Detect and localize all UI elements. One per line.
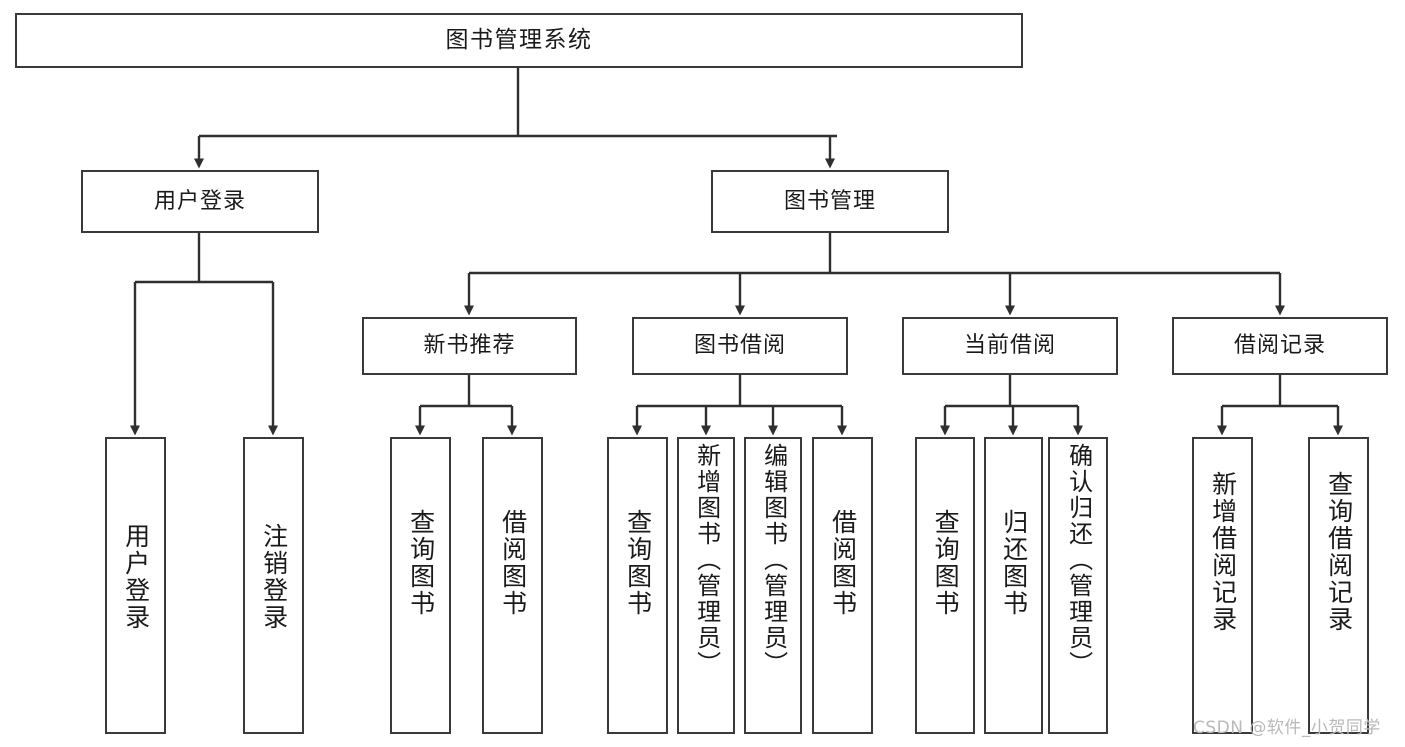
node-new-book-recommend-label: 新书推荐: [423, 333, 516, 359]
leaf-return-book[interactable]: 归还图书: [984, 437, 1043, 734]
node-book-borrow-label: 图书借阅: [693, 333, 786, 359]
leaf-user-login-label: 用户登录: [121, 523, 151, 631]
leaf-add-record-label: 新增借阅记录: [1208, 471, 1238, 633]
leaf-add-record[interactable]: 新增借阅记录: [1192, 437, 1253, 734]
leaf-edit-book-label: 编辑图书（管理员）: [759, 443, 788, 677]
leaf-query-book-1-label: 查询图书: [406, 509, 436, 617]
leaf-user-login[interactable]: 用户登录: [105, 437, 166, 734]
leaf-query-record-label: 查询借阅记录: [1324, 471, 1354, 633]
leaf-borrow-book-1[interactable]: 借阅图书: [482, 437, 543, 734]
node-borrow-record[interactable]: 借阅记录: [1172, 317, 1388, 375]
node-book-manage[interactable]: 图书管理: [711, 170, 949, 233]
node-book-manage-label: 图书管理: [783, 188, 876, 214]
leaf-query-record[interactable]: 查询借阅记录: [1308, 437, 1369, 734]
leaf-edit-book[interactable]: 编辑图书（管理员）: [744, 437, 802, 734]
leaf-logout-label: 注销登录: [259, 523, 289, 631]
leaf-add-book[interactable]: 新增图书（管理员）: [677, 437, 735, 734]
node-current-borrow-label: 当前借阅: [963, 333, 1056, 359]
node-borrow-record-label: 借阅记录: [1233, 333, 1326, 359]
leaf-confirm-return[interactable]: 确认归还（管理员）: [1048, 437, 1108, 734]
leaf-query-book-2-label: 查询图书: [623, 509, 653, 617]
leaf-query-book-3[interactable]: 查询图书: [915, 437, 975, 734]
leaf-confirm-return-label: 确认归还（管理员）: [1064, 443, 1093, 677]
leaf-return-book-label: 归还图书: [999, 509, 1029, 617]
leaf-borrow-book-1-label: 借阅图书: [498, 509, 528, 617]
leaf-borrow-book-2[interactable]: 借阅图书: [812, 437, 873, 734]
node-user-login-label: 用户登录: [153, 188, 246, 214]
node-root[interactable]: 图书管理系统: [15, 13, 1023, 68]
leaf-query-book-2[interactable]: 查询图书: [607, 437, 668, 734]
leaf-borrow-book-2-label: 借阅图书: [828, 509, 858, 617]
node-root-label: 图书管理系统: [445, 26, 593, 53]
node-current-borrow[interactable]: 当前借阅: [902, 317, 1118, 375]
leaf-query-book-1[interactable]: 查询图书: [390, 437, 451, 734]
leaf-query-book-3-label: 查询图书: [931, 509, 961, 617]
node-user-login[interactable]: 用户登录: [81, 170, 319, 233]
leaf-add-book-label: 新增图书（管理员）: [692, 443, 721, 677]
node-new-book-recommend[interactable]: 新书推荐: [362, 317, 577, 375]
node-book-borrow[interactable]: 图书借阅: [632, 317, 848, 375]
leaf-logout[interactable]: 注销登录: [243, 437, 304, 734]
watermark: CSDN @软件_小贺同学: [1193, 718, 1381, 738]
